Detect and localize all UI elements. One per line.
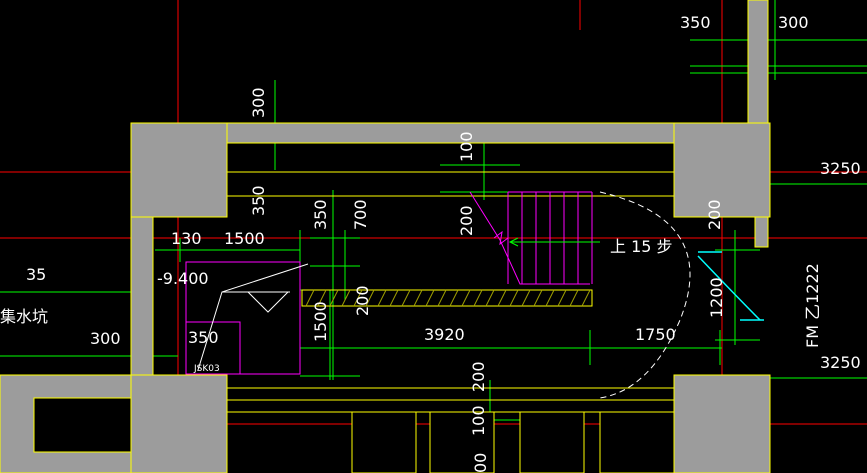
pit-leader [197, 263, 309, 371]
dim-200-mid: 200 [353, 285, 372, 316]
wall-top-beam [226, 122, 675, 144]
wall-thin-lines [33, 171, 675, 473]
door-swing [599, 191, 764, 399]
door-tag: FM 乙1222 [803, 263, 822, 348]
dim-200-stair: 200 [457, 205, 476, 236]
dim-700: 700 [351, 199, 370, 230]
wall-bottom-left-column [130, 374, 228, 473]
dim-350-vertical: 350 [311, 199, 330, 230]
wall-right-lower [754, 216, 769, 248]
dimension-texts: 350 300 300 350 100 200 350 700 130 1500… [90, 13, 861, 473]
elevation-label: -9.400 [157, 269, 209, 288]
dim-100-bottom: 100 [469, 405, 488, 436]
wall-bottom-right-column [673, 374, 771, 473]
dim-3920: 3920 [424, 325, 465, 344]
dim-130: 130 [171, 229, 202, 248]
wall-top-right-column [673, 122, 771, 218]
dim-00-edge: 00 [471, 453, 490, 473]
wall-left-vertical [130, 216, 154, 376]
stair-arrow [508, 237, 600, 247]
dim-1500-horizontal: 1500 [224, 229, 265, 248]
dim-200-bottom: 200 [469, 361, 488, 392]
wall-top-left-column [130, 122, 228, 218]
dim-1500-vertical: 1500 [311, 301, 330, 342]
stair-up-label: 上 15 步 [610, 237, 673, 256]
dim-100-top: 100 [457, 131, 476, 162]
dim-200-right: 200 [705, 199, 724, 230]
dim-350-vertical-left: 350 [249, 185, 268, 216]
annotation-texts: -9.400 35 集水坑 JSK03 上 15 步 FM 乙1222 [0, 237, 822, 374]
stair [469, 191, 593, 285]
walls [0, 0, 771, 473]
dim-top-350: 350 [680, 13, 711, 32]
wall-right-upper [747, 0, 769, 124]
landing-slab [301, 289, 593, 307]
dim-350-pit: 350 [188, 328, 219, 347]
level-label: 35 [26, 265, 46, 284]
dim-top-300: 300 [778, 13, 809, 32]
pit-tag: JSK03 [193, 364, 220, 374]
dim-3250-bottom: 3250 [820, 353, 861, 372]
dim-300-left: 300 [90, 329, 121, 348]
dim-3250-top: 3250 [820, 159, 861, 178]
dim-1750: 1750 [635, 325, 676, 344]
dim-1200: 1200 [707, 277, 726, 318]
sump-pit-label: 集水坑 [0, 307, 48, 326]
dim-300-vertical: 300 [249, 87, 268, 118]
